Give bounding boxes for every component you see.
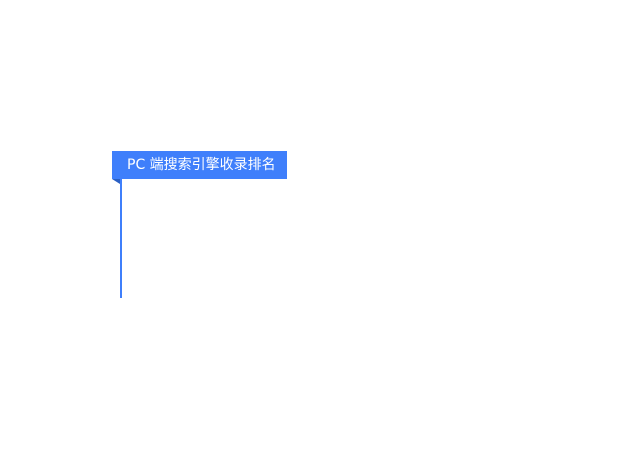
timeline-vertical-line — [120, 179, 122, 298]
section-title: PC 端搜索引擎收录排名 — [127, 157, 276, 173]
section-title-banner: PC 端搜索引擎收录排名 — [112, 151, 287, 179]
banner-fold-decoration — [112, 179, 120, 184]
